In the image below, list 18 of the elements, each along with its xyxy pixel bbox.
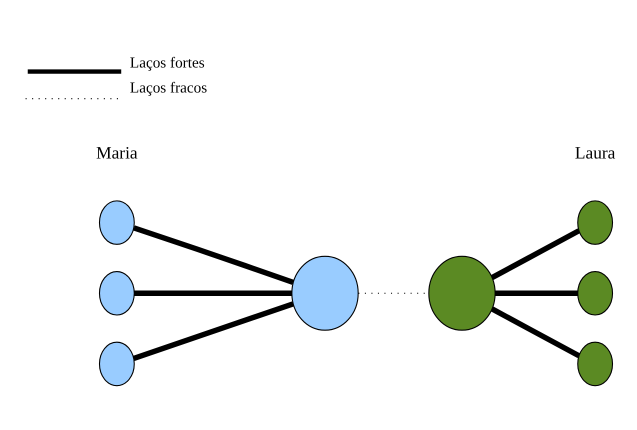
node-circle xyxy=(98,200,135,245)
legend-label: Laços fortes xyxy=(130,54,205,72)
node-circle xyxy=(291,256,359,331)
node-circle xyxy=(577,270,614,316)
node-circle xyxy=(577,200,614,245)
label: Maria xyxy=(96,143,138,162)
node-circle xyxy=(98,270,135,316)
node-circle xyxy=(428,256,496,331)
connector xyxy=(490,306,580,358)
node-circle xyxy=(98,342,135,386)
connector xyxy=(133,225,294,285)
connector xyxy=(132,301,294,362)
connector xyxy=(134,290,292,296)
connector xyxy=(490,228,580,280)
connector xyxy=(495,290,578,296)
legend-label: Laços fracos xyxy=(130,79,208,96)
label: Laura xyxy=(574,143,616,162)
node-circle xyxy=(577,342,614,386)
